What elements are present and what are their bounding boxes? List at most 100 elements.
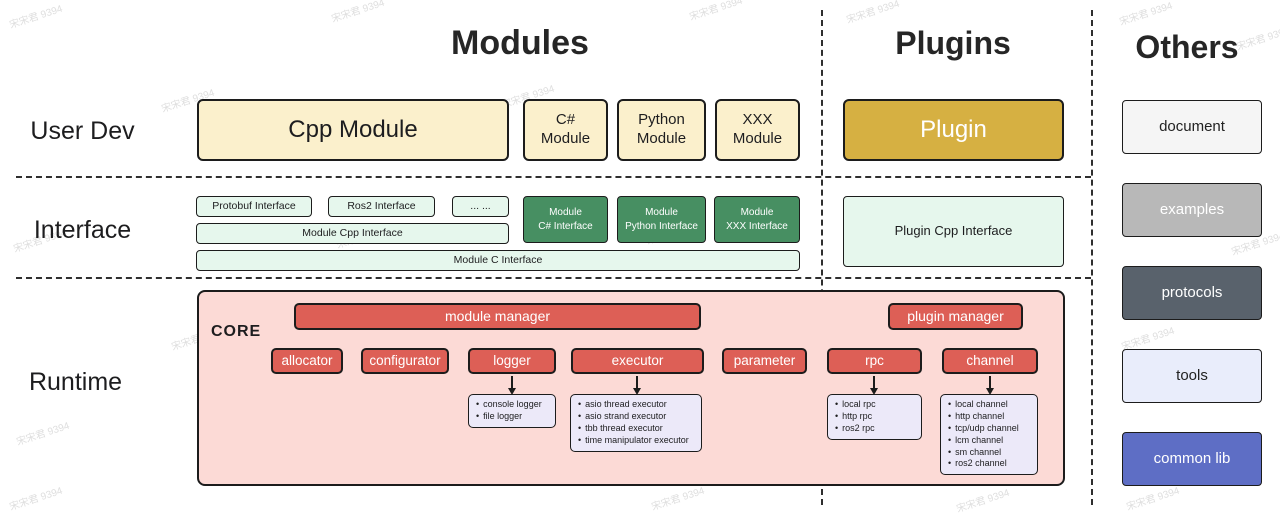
logger-impl-list: console logger file logger [468,394,556,428]
list-item: local channel [948,399,1030,411]
down-arrow-icon [508,376,516,395]
examples-label: examples [1159,200,1225,218]
csharp-module-line2: Module [540,130,591,147]
ellipsis-label: ... ... [470,199,491,212]
box-executor: executor [571,348,704,374]
module-c-interface-label: Module C Interface [453,253,543,266]
row-label-runtime: Runtime [28,368,123,396]
dashed-divider-vertical-modules-plugins [821,10,823,505]
allocator-label: allocator [281,352,333,368]
channel-label: channel [966,352,1014,368]
box-ellipsis-interface: ... ... [452,196,509,217]
box-cpp-module: Cpp Module [197,99,509,161]
list-item: http channel [948,411,1030,423]
protobuf-interface-label: Protobuf Interface [212,199,296,212]
box-logger: logger [468,348,556,374]
down-arrow-icon [870,376,878,395]
box-module-csharp-interface: Module C# Interface [523,196,608,243]
executor-label: executor [611,352,664,368]
plugin-manager-label: plugin manager [907,307,1004,324]
box-configurator: configurator [361,348,449,374]
plugin-cpp-interface-label: Plugin Cpp Interface [894,223,1013,239]
box-module-manager: module manager [294,303,701,330]
box-module-cpp-interface: Module Cpp Interface [196,223,509,244]
others-box-examples: examples [1122,183,1262,237]
header-modules: Modules [451,24,589,62]
module-python-interface-line1: Module [645,207,678,218]
header-plugins: Plugins [895,25,1011,61]
list-item: sm channel [948,447,1030,459]
watermark: 宋宋君 9394 [8,3,65,32]
tools-label: tools [1176,366,1208,384]
watermark: 宋宋君 9394 [1118,0,1175,29]
watermark: 宋宋君 9394 [8,485,65,514]
channel-impl-list: local channel http channel tcp/udp chann… [940,394,1038,476]
watermark: 宋宋君 9394 [845,0,902,27]
common-lib-label: common lib [1153,449,1231,467]
list-item: tbb thread executor [578,423,694,435]
python-module-line2: Module [636,130,687,147]
down-arrow-icon [986,376,994,395]
module-python-interface-line2: Python Interface [625,220,698,232]
box-rpc: rpc [827,348,922,374]
box-protobuf-interface: Protobuf Interface [196,196,312,217]
dashed-divider-horizontal-userdev-interface [16,176,1091,178]
box-allocator: allocator [271,348,343,374]
list-item: file logger [476,411,548,423]
list-item: console logger [476,399,548,411]
rpc-impl-list: local rpc http rpc ros2 rpc [827,394,922,440]
parameter-label: parameter [733,352,796,368]
list-item: lcm channel [948,435,1030,447]
core-label: CORE [211,323,262,340]
box-module-python-interface: Module Python Interface [617,196,706,243]
row-label-interface: Interface [33,216,132,244]
module-cpp-interface-label: Module Cpp Interface [302,226,403,239]
list-item: ros2 rpc [835,423,914,435]
protocols-label: protocols [1161,283,1223,301]
rpc-label: rpc [865,352,884,368]
box-csharp-module: C# Module [523,99,608,161]
box-plugin-cpp-interface: Plugin Cpp Interface [843,196,1064,267]
list-item: http rpc [835,411,914,423]
watermark: 宋宋君 9394 [688,0,745,24]
box-module-c-interface: Module C Interface [196,250,800,271]
header-others: Others [1135,29,1239,65]
watermark: 宋宋君 9394 [330,0,387,26]
python-module-line1: Python [638,111,685,129]
box-python-module: Python Module [617,99,706,161]
xxx-module-line1: XXX [742,111,773,129]
list-item: ros2 channel [948,458,1030,470]
module-manager-label: module manager [444,307,551,324]
plugin-label: Plugin [920,116,987,143]
module-xxx-interface-line1: Module [740,207,774,218]
box-module-xxx-interface: Module XXX Interface [714,196,800,243]
cpp-module-label: Cpp Module [288,116,418,143]
box-channel: channel [942,348,1038,374]
watermark: 宋宋君 9394 [15,420,72,449]
box-plugin-manager: plugin manager [888,303,1023,330]
configurator-label: configurator [369,352,441,368]
module-csharp-interface-line1: Module [549,207,582,218]
logger-label: logger [493,352,531,368]
watermark: 宋宋君 9394 [1125,485,1182,514]
list-item: tcp/udp channel [948,423,1030,435]
watermark: 宋宋君 9394 [955,487,1012,516]
box-xxx-module: XXX Module [715,99,800,161]
list-item: local rpc [835,399,914,411]
module-xxx-interface-line2: XXX Interface [726,220,788,232]
list-item: asio thread executor [578,399,694,411]
box-plugin: Plugin [843,99,1064,161]
dashed-divider-vertical-plugins-others [1091,10,1093,505]
box-parameter: parameter [722,348,807,374]
row-label-user-dev: User Dev [30,117,135,145]
executor-impl-list: asio thread executor asio strand executo… [570,394,702,452]
others-box-common-lib: common lib [1122,432,1262,486]
xxx-module-line2: Module [732,130,783,147]
dashed-divider-horizontal-interface-runtime [16,277,1091,279]
others-box-document: document [1122,100,1262,154]
csharp-module-line1: C# [555,111,576,129]
list-item: time manipulator executor [578,435,694,447]
others-box-protocols: protocols [1122,266,1262,320]
others-box-tools: tools [1122,349,1262,403]
